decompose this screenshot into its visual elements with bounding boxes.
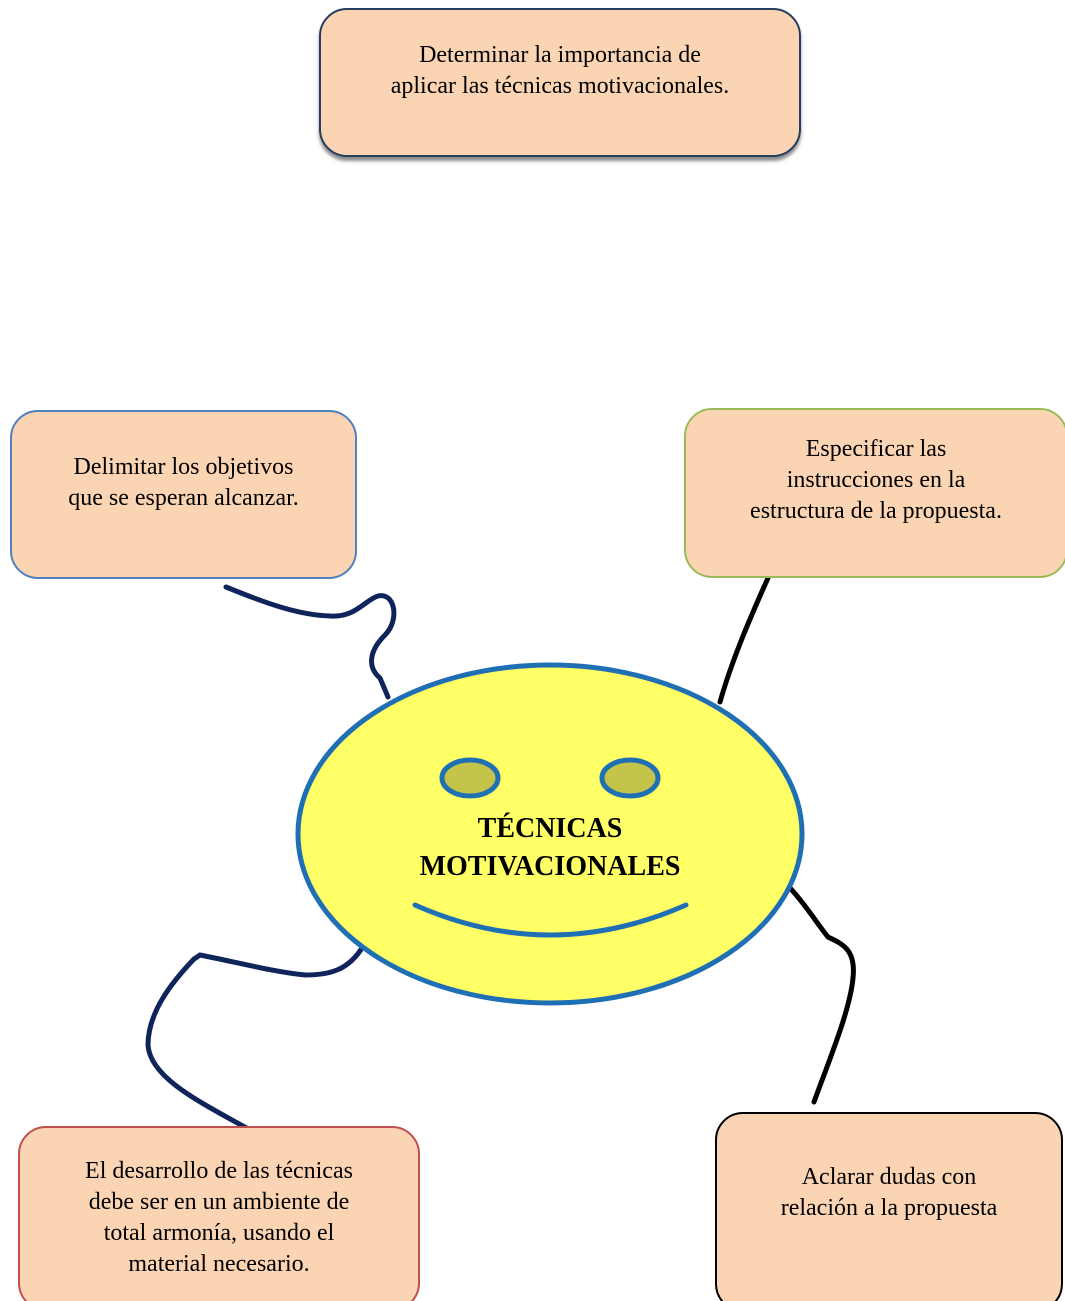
node-text-line: Aclarar dudas con: [801, 1164, 977, 1190]
connector-bottom-right: [787, 885, 856, 1105]
connector-right: [717, 575, 771, 705]
node-text-line: instrucciones en la: [786, 467, 966, 493]
central-topic-label: TÉCNICAS MOTIVACIONALES: [370, 810, 730, 886]
node-objetivos: Delimitar los objetivos que se esperan a…: [10, 410, 357, 579]
node-text-line: debe ser en un ambiente de: [88, 1189, 350, 1215]
node-text-line: aplicar las técnicas motivacionales.: [390, 73, 730, 99]
connector-bottom-left: [145, 945, 365, 1133]
node-text-line: Determinar la importancia de: [419, 42, 701, 68]
node-text-line: total armonía, usando el: [103, 1220, 335, 1246]
node-dudas: Aclarar dudas con relación a la propuest…: [715, 1112, 1063, 1301]
node-desarrollo: El desarrollo de las técnicas debe ser e…: [18, 1126, 420, 1301]
node-text-line: Delimitar los objetivos: [73, 454, 294, 480]
node-text-line: relación a la propuesta: [780, 1195, 998, 1221]
connector-left: [223, 584, 397, 700]
node-text-line: El desarrollo de las técnicas: [85, 1158, 353, 1184]
central-topic-line2: MOTIVACIONALES: [419, 851, 681, 882]
node-text-line: material necesario.: [128, 1251, 310, 1277]
node-importancia: Determinar la importancia de aplicar las…: [319, 8, 801, 157]
smiley-face-icon: [295, 662, 805, 1006]
left-eye-icon: [439, 757, 501, 799]
right-eye-icon: [599, 757, 661, 799]
node-text-line: estructura de la propuesta.: [750, 498, 1002, 524]
smile-mouth-icon: [412, 902, 689, 938]
node-text-line: que se esperan alcanzar.: [68, 485, 299, 511]
central-topic-line1: TÉCNICAS: [477, 813, 623, 844]
node-instrucciones: Especificar las instrucciones en la estr…: [684, 408, 1065, 578]
node-text-line: Especificar las: [805, 436, 947, 462]
